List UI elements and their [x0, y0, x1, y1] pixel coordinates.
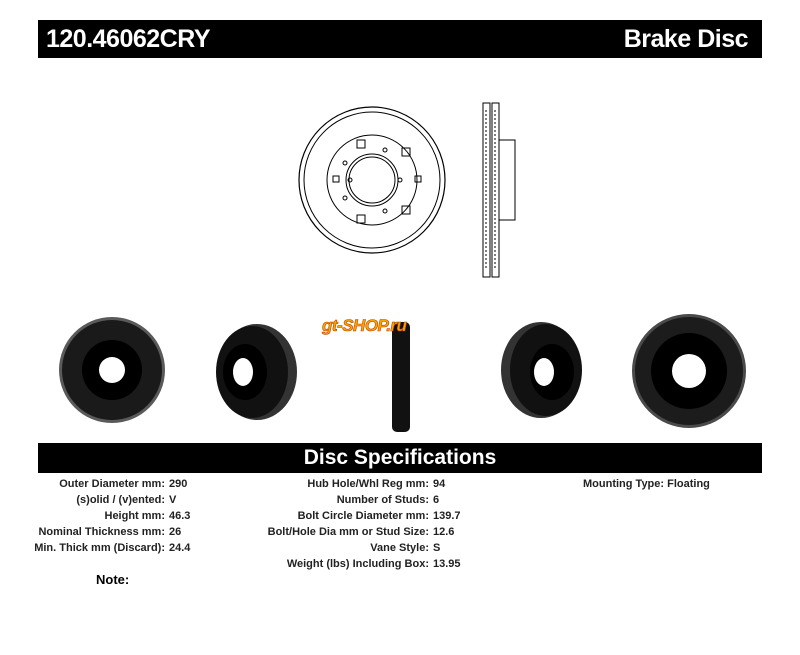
spec-min-thickness: Min. Thick mm (Discard):24.4	[34, 542, 191, 554]
product-type: Brake Disc	[623, 25, 749, 53]
note-label: Note:	[96, 572, 130, 587]
spec-bolt-hole-dia: Bolt/Hole Dia mm or Stud Size:12.6	[267, 526, 455, 538]
disc-photo-front	[59, 317, 165, 423]
spec-hub-hole: Hub Hole/Whl Reg mm:94	[307, 478, 446, 490]
spec-solid-vented: (s)olid / (v)ented:V	[76, 494, 177, 506]
watermark-logo: gt-SHOP.ru	[322, 316, 408, 336]
disc-photo-angled-right	[501, 322, 582, 418]
spec-mounting-type: Mounting Type: Floating	[583, 478, 710, 490]
disc-photo-edge	[392, 322, 410, 432]
spec-nominal-thickness: Nominal Thickness mm:26	[38, 526, 182, 538]
spec-weight: Weight (lbs) Including Box:13.95	[286, 558, 461, 570]
front-view-drawing	[298, 106, 446, 254]
header-bar: 120.46062CRY Brake Disc	[38, 20, 762, 58]
part-number: 120.46062CRY	[46, 25, 211, 53]
spec-vane-style: Vane Style:S	[370, 542, 441, 554]
specs-title-bar: Disc Specifications	[38, 443, 762, 473]
disc-photo-angled-left	[216, 324, 297, 420]
disc-photo-back	[632, 314, 746, 428]
spec-height: Height mm:46.3	[104, 510, 191, 522]
spec-outer-diameter: Outer Diameter mm:290	[59, 478, 188, 490]
side-profile-drawing	[482, 102, 516, 278]
spec-bolt-circle: Bolt Circle Diameter mm:139.7	[297, 510, 461, 522]
spec-number-of-studs: Number of Studs:6	[336, 494, 440, 506]
